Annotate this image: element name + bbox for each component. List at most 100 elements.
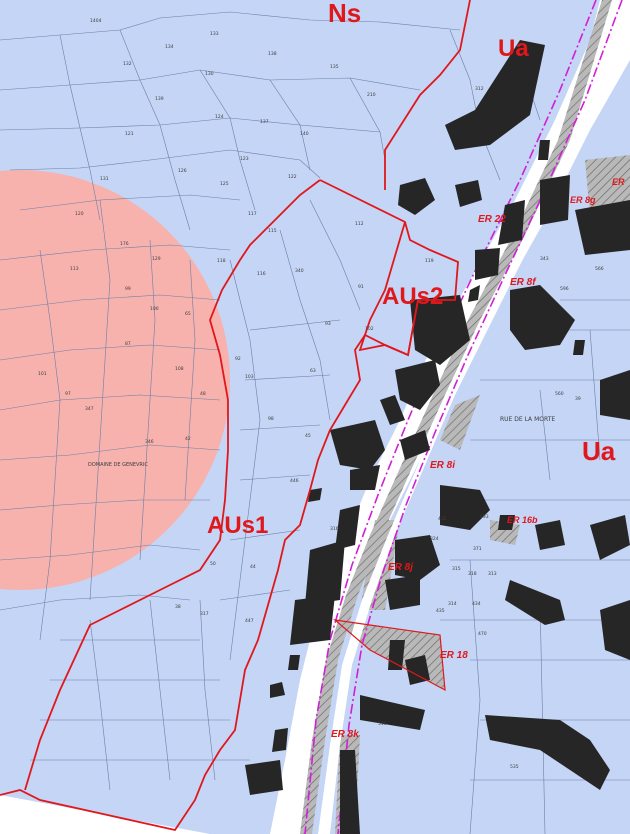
- parcel-number: 133: [210, 31, 219, 37]
- parcel-number: 1404: [90, 18, 102, 24]
- parcel-number-labels: 1404 134 133 138 132 130 139 135 210 312…: [38, 18, 604, 770]
- parcel-number: 210: [367, 92, 376, 98]
- parcel-number: 121: [125, 131, 134, 137]
- parcel-number: 92: [235, 356, 241, 362]
- parcel-number: 346: [145, 439, 154, 445]
- parcel-number: 316: [330, 526, 339, 532]
- parcel-number: 123: [240, 156, 249, 162]
- parcel-lines: [0, 11, 630, 834]
- parcel-number: 318: [468, 571, 477, 577]
- er18-boundary: [333, 619, 446, 692]
- hatched-plot-er8g: [585, 155, 630, 215]
- parcel-number: 126: [178, 168, 187, 174]
- parcel-number: 347: [85, 406, 94, 412]
- parcel-number: 516: [378, 721, 387, 727]
- reserved-area-label: ER 8f: [510, 277, 537, 288]
- parcel-number: 470: [478, 631, 487, 637]
- reserved-area-label: ER 22: [478, 214, 506, 225]
- parcel-number: 140: [300, 131, 309, 137]
- parcel-number: 116: [257, 271, 266, 277]
- parcel-number: 560: [555, 391, 564, 397]
- parcel-number: 97: [65, 391, 71, 397]
- parcel-number: 38: [175, 604, 181, 610]
- reserved-area-label: ER 8j: [388, 562, 413, 573]
- parcel-number: 138: [268, 51, 277, 57]
- parcel-number: 340: [295, 268, 304, 274]
- parcel-number: 132: [123, 61, 132, 67]
- parcel-number: 48: [200, 391, 206, 397]
- parcel-number: 91: [358, 284, 364, 290]
- parcel-number: 324: [430, 536, 439, 542]
- parcel-number: 44: [250, 564, 256, 570]
- aus1-west-boundary: [24, 179, 321, 791]
- right-of-way-lines: [304, 0, 623, 834]
- ns-ua-boundary: [384, 0, 471, 190]
- parcel-number: 129: [152, 256, 161, 262]
- parcel-number: 314: [448, 601, 457, 607]
- parcel-number: 131: [100, 176, 109, 182]
- parcel-number: 50: [210, 561, 216, 567]
- parcel-number: 312: [475, 86, 484, 92]
- zone-label-ns: Ns: [328, 0, 361, 28]
- zone-boundaries: [0, 0, 471, 832]
- parcel-number: 134: [165, 44, 174, 50]
- parcel-number: 566: [595, 266, 604, 272]
- parcel-number: 434: [472, 601, 481, 607]
- reserved-area-label: ER 16b: [507, 515, 538, 525]
- parcel-number: 93: [325, 321, 331, 327]
- parcel-number: 112: [355, 221, 364, 227]
- parcel-number: 42: [185, 436, 191, 442]
- reserved-area-label: ER 8k: [331, 729, 359, 740]
- road-widening-strip: [300, 0, 612, 834]
- parcel-number: 124: [215, 114, 224, 120]
- parcel-number: 115: [268, 228, 277, 234]
- parcel-number: 63: [310, 368, 316, 374]
- street-name-label: RUE DE LA MORTE: [500, 416, 555, 423]
- parcel-number: 435: [436, 608, 445, 614]
- parcel-number: 39: [575, 396, 581, 402]
- parcel-number: 101: [38, 371, 47, 377]
- parcel-number: 433: [480, 514, 489, 520]
- buildings: [245, 40, 630, 834]
- parcel-number: 596: [560, 286, 569, 292]
- parcel-number: 125: [220, 181, 229, 187]
- parcel-number: 117: [248, 211, 257, 217]
- parcel-number: 119: [425, 258, 434, 264]
- parcel-number: 120: [75, 211, 84, 217]
- parcel-number: 137: [260, 119, 269, 125]
- zone-label-ua-north: Ua: [498, 35, 529, 62]
- reserved-area-label: ER 18: [440, 650, 468, 661]
- parcel-number: 130: [205, 71, 214, 77]
- parcel-number: 122: [288, 174, 297, 180]
- parcel-number: 313: [488, 571, 497, 577]
- reserved-area-label: ER 8i: [430, 460, 455, 471]
- aus1-boundary: [0, 179, 459, 832]
- parcel-number: 99: [125, 286, 131, 292]
- parcel-number: 113: [70, 266, 79, 272]
- parcel-number: 535: [510, 764, 519, 770]
- parcel-number: 446: [290, 478, 299, 484]
- aus2-boundary: [358, 221, 419, 357]
- parcel-number: 118: [217, 258, 226, 264]
- parcel-number: 176: [120, 241, 129, 247]
- parcel-number: 98: [268, 416, 274, 422]
- reserved-area-label: ER 8g: [570, 195, 596, 205]
- parcel-number: 65: [185, 311, 191, 317]
- parcel-number: 108: [175, 366, 184, 372]
- parcel-number: 343: [540, 256, 549, 262]
- parcel-number: 139: [155, 96, 164, 102]
- parcel-number: 371: [473, 546, 482, 552]
- parcel-number: 100: [150, 306, 159, 312]
- parcel-number: 135: [330, 64, 339, 70]
- zone-label-aus1: AUs1: [207, 512, 268, 539]
- locality-label: DOMAINE DE GENEVRIC: [88, 462, 148, 468]
- parcel-number: 315: [452, 566, 461, 572]
- protection-perimeter: [0, 170, 230, 590]
- parcel-number: 317: [200, 611, 209, 617]
- hatched-plot: [440, 395, 480, 450]
- zone-label-aus2: AUs2: [382, 283, 443, 310]
- parcel-number: 432: [438, 516, 447, 522]
- reserved-area-label: ER: [612, 177, 625, 187]
